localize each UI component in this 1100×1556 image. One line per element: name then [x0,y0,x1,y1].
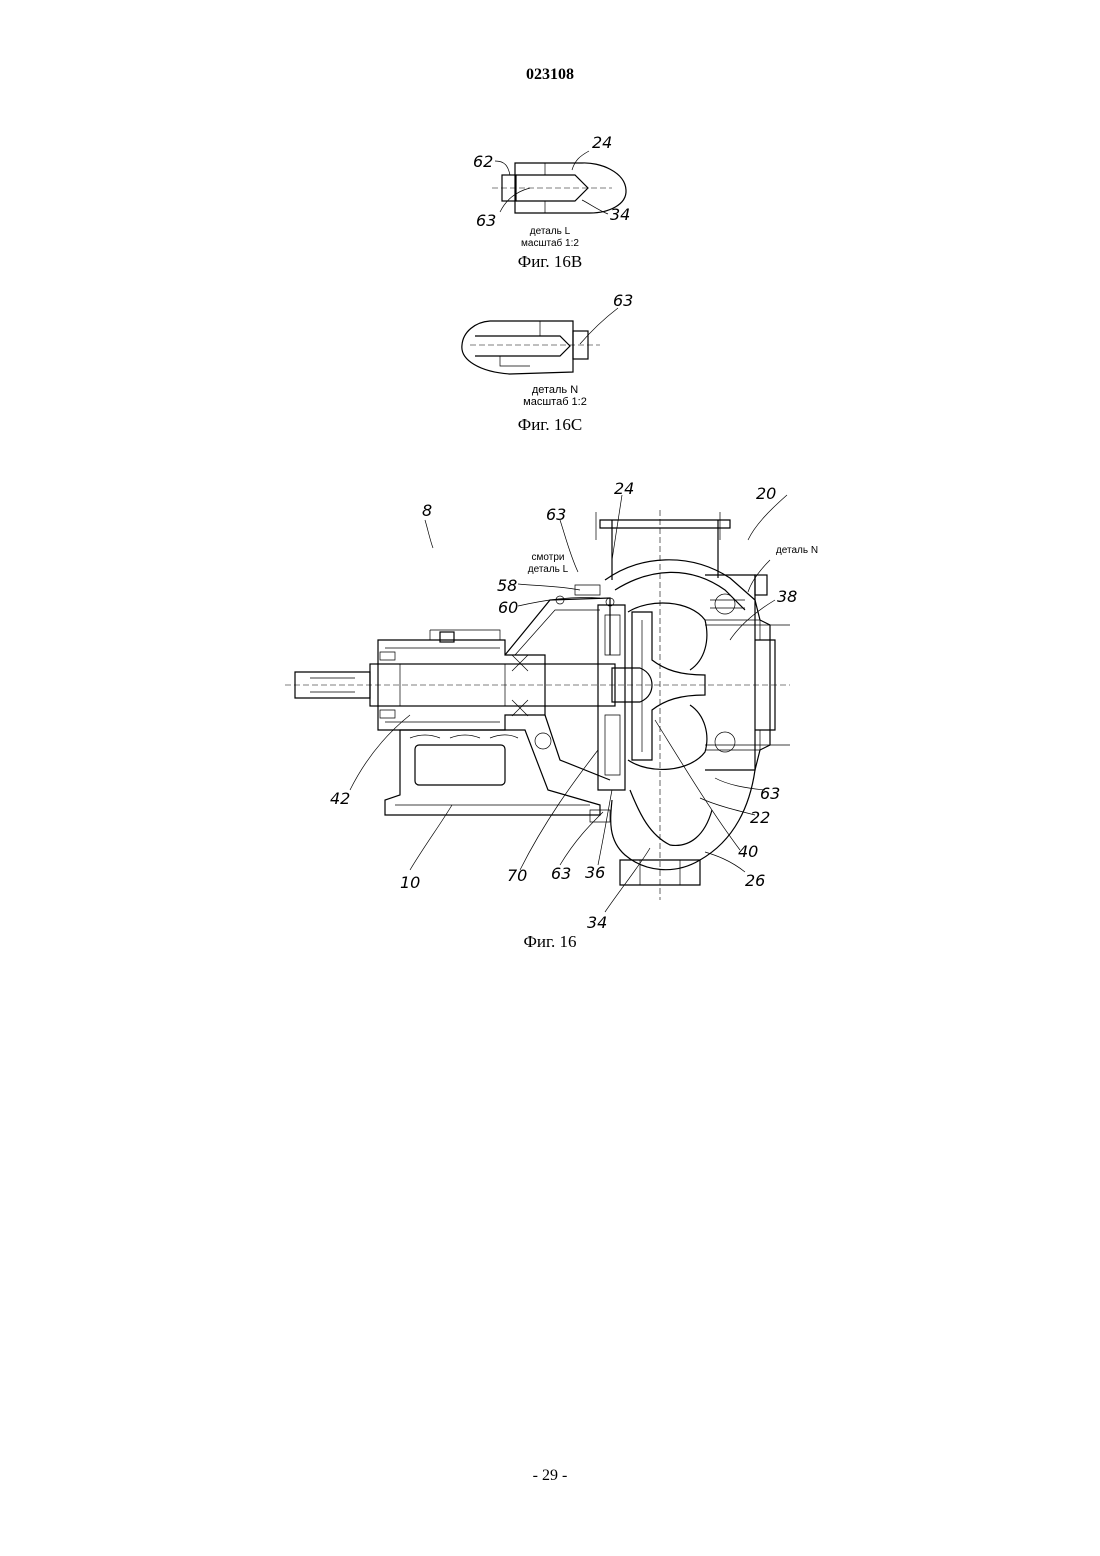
fig16b-label-62: 62 [473,152,493,171]
fig16-label-42: 42 [330,789,350,808]
fig16b-drawing: 62 24 63 34 [473,133,630,230]
fig16-label-38: 38 [777,587,797,606]
fig16b-label-24: 24 [592,133,612,152]
fig16c-detail-note: деталь N масштаб 1:2 [495,384,615,408]
fig16-see-line1: смотри [513,552,583,564]
fig16-label-22: 22 [750,808,770,827]
fig16c-scale: масштаб 1:2 [495,396,615,408]
fig16c-drawing: 63 [462,291,633,374]
fig16-detail-n-note: деталь N [762,545,832,557]
fig16-drawing: 8 24 20 63 58 60 38 42 10 70 63 36 34 40… [285,479,797,932]
fig16-label-8: 8 [422,501,432,520]
fig16-label-26: 26 [745,871,765,890]
fig16b-detail-name: деталь L [490,226,610,238]
fig16b-label-34: 34 [610,205,630,224]
fig16-label-63-right: 63 [760,784,780,803]
fig16-label-24: 24 [614,479,634,498]
fig16-label-34: 34 [587,913,607,932]
fig16-label-60: 60 [498,598,518,617]
fig16b-scale: масштаб 1:2 [490,238,610,250]
fig16-label-20: 20 [756,484,776,503]
fig16c-caption: Фиг. 16C [0,415,1100,435]
fig16-label-58: 58 [497,576,517,595]
fig16b-detail-note: деталь L масштаб 1:2 [490,226,610,250]
fig16-see-detail-l: смотри деталь L [513,552,583,576]
fig16-label-36: 36 [585,863,605,882]
fig16-label-70: 70 [507,866,527,885]
fig16b-caption: Фиг. 16B [0,252,1100,272]
fig16-label-40: 40 [738,842,758,861]
fig16-see-line2: деталь L [513,564,583,576]
fig16-label-63-top: 63 [546,505,566,524]
fig16c-label-63: 63 [613,291,633,310]
fig16-label-63-bottom: 63 [551,864,571,883]
fig16-caption: Фиг. 16 [0,932,1100,952]
fig16c-detail-name: деталь N [495,384,615,396]
page-number: - 29 - [0,1467,1100,1485]
fig16-label-10: 10 [400,873,420,892]
